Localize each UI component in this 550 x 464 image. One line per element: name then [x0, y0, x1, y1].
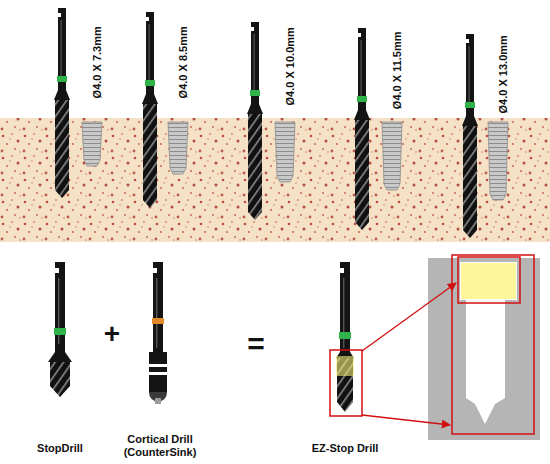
- dimension-label: Ø4.0 X 8.5mm: [177, 26, 190, 98]
- implant: [275, 122, 295, 182]
- plus-sign: +: [104, 318, 120, 350]
- part-name: StopDrill: [37, 442, 83, 455]
- stop-drill: [462, 34, 478, 238]
- ez-stop-drill: [330, 262, 362, 416]
- bone-band: [0, 118, 550, 242]
- part-name: EZ-Stop Drill: [312, 442, 379, 455]
- stop-drill: [354, 28, 370, 230]
- equals-sign: =: [247, 327, 265, 362]
- dimension-label: Ø4.0 X 11.5mm: [391, 31, 404, 109]
- implant: [382, 122, 402, 190]
- implant: [168, 122, 188, 174]
- stop-drill: [54, 8, 70, 198]
- cross-section: [428, 255, 540, 440]
- dimension-label: Ø4.0 X 10.0mm: [284, 27, 297, 105]
- part-name: Cortical Drill (CounterSink): [115, 433, 205, 458]
- pointer-arrow: [362, 415, 450, 425]
- pointer-arrow: [362, 283, 456, 351]
- stop-drill: [142, 12, 158, 208]
- implant: [488, 122, 508, 200]
- dimension-label: Ø4.0 X 13.0mm: [497, 35, 510, 113]
- implant: [82, 122, 102, 166]
- cortical-drill: [149, 262, 167, 404]
- stop-drill: [247, 22, 263, 220]
- stop-drill: [48, 262, 72, 397]
- dimension-label: Ø4.0 X 7.3mm: [91, 26, 104, 98]
